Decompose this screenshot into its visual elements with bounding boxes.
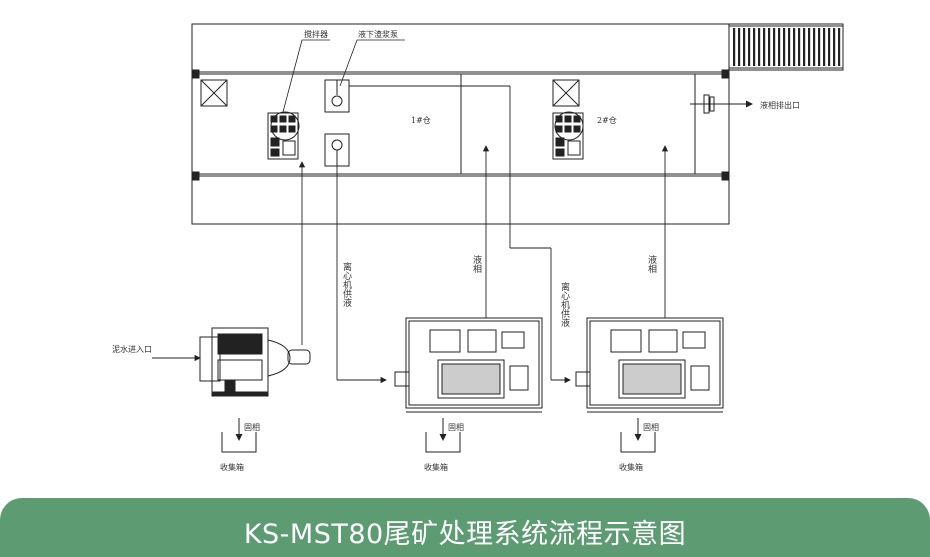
grating-bar — [748, 28, 751, 66]
grating-bar — [818, 28, 821, 66]
grating-bar — [733, 28, 736, 66]
grating-bar — [803, 28, 806, 66]
crossed-box-1 — [200, 79, 228, 107]
mixer-label: 搅拌器 — [304, 29, 328, 39]
collection-box-label-2: 收集箱 — [424, 462, 448, 472]
submersible-pump-label: 液下渣浆泵 — [358, 29, 398, 39]
grating-bar — [798, 28, 801, 66]
flow-lines — [152, 85, 669, 384]
liquid-phase-label-2: 液相 — [646, 254, 657, 274]
leader-lines — [282, 39, 405, 113]
bin1-label: 1#仓 — [411, 115, 431, 125]
grating-bar — [788, 28, 791, 66]
liquid-phase-label-1: 液相 — [471, 254, 482, 274]
collection-box-label-3: 收集箱 — [619, 462, 643, 472]
tank — [191, 23, 730, 225]
outlet-valve — [690, 94, 753, 114]
liquid-outlet-label: 液相排出口 — [760, 100, 800, 110]
centrifuge-feed-label-2: 离心机供液 — [559, 281, 570, 328]
centrifuge-unit-2 — [575, 317, 724, 413]
grating-bar — [753, 28, 756, 66]
solid-phase-label-3: 固相 — [643, 422, 659, 432]
grating-bar — [758, 28, 761, 66]
mixer-1 — [267, 111, 300, 160]
grating-bar — [743, 28, 746, 66]
grating-bar — [838, 28, 841, 66]
grating-bar — [763, 28, 766, 66]
bin2-label: 2#仓 — [597, 115, 617, 125]
diagram-title: KS-MST80尾矿处理系统流程示意图 — [243, 519, 687, 550]
grating-bar — [823, 28, 826, 66]
grating-bar — [768, 28, 771, 66]
solid-phase-label-2: 固相 — [448, 422, 464, 432]
title-banner — [0, 498, 930, 557]
grating-bar — [773, 28, 776, 66]
grating-bar — [813, 28, 816, 66]
centrifuge-feed-label-1: 离心机供液 — [341, 261, 352, 308]
solid-phase-label-1: 固相 — [244, 422, 260, 432]
grating-bar — [778, 28, 781, 66]
grating-bar — [828, 28, 831, 66]
slurry-inlet-label: 泥水进入口 — [112, 344, 152, 354]
centrifuge-unit-1 — [394, 317, 543, 413]
grating-bar — [808, 28, 811, 66]
grating-bar — [783, 28, 786, 66]
inlet-feeder-machine — [199, 327, 311, 397]
crossed-box-2 — [552, 79, 580, 107]
mixer-2 — [552, 111, 584, 160]
collection-box-label-1: 收集箱 — [220, 462, 244, 472]
grating-bar — [738, 28, 741, 66]
grating-bar — [793, 28, 796, 66]
grating-bar — [833, 28, 836, 66]
submersible-pump-2 — [324, 133, 350, 167]
walkway-grating — [728, 23, 844, 71]
submersible-pump-1 — [324, 79, 350, 113]
collection-box-symbols — [221, 418, 656, 453]
